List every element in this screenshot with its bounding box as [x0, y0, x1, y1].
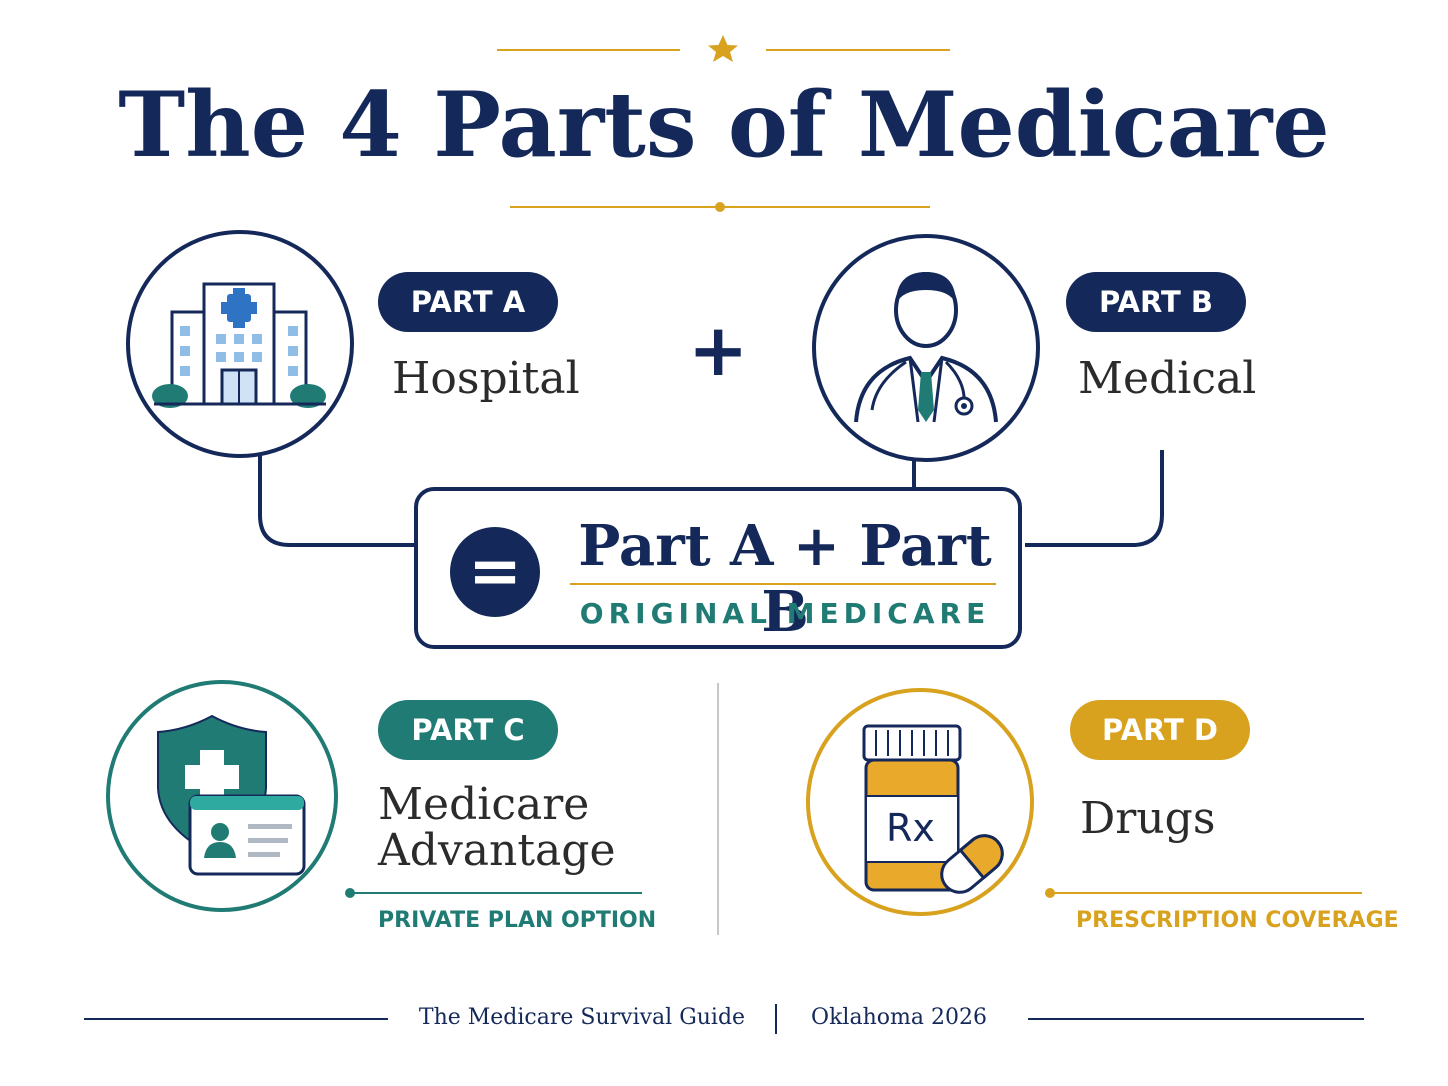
hospital-icon: [126, 230, 354, 458]
part-a-label: Hospital: [392, 353, 580, 404]
star-icon: [708, 35, 738, 62]
part-c-label-line1: Medicare: [378, 779, 590, 830]
part-c-badge: PART C: [378, 700, 558, 760]
part-c-sublabel: PRIVATE PLAN OPTION: [378, 908, 657, 933]
part-c-label-line2: Advantage: [378, 825, 616, 876]
part-b-label: Medical: [1078, 353, 1257, 404]
doctor-icon: [812, 234, 1040, 462]
equals-sign: =: [450, 527, 540, 617]
shield-card-icon: [106, 680, 338, 912]
original-equation: Part A + Part B: [578, 513, 992, 645]
part-d-rule-dot: [1045, 888, 1055, 898]
footer-right: Oklahoma 2026: [811, 1005, 987, 1030]
part-c-rule-dot: [345, 888, 355, 898]
original-medicare-caption: ORIGINAL MEDICARE: [579, 597, 991, 630]
original-medicare-box: = Part A + Part B ORIGINAL MEDICARE: [414, 487, 1022, 649]
equation-underline: [570, 583, 996, 585]
connector-right: [1025, 450, 1164, 547]
plus-sign: +: [688, 308, 749, 392]
part-d-badge: PART D: [1070, 700, 1250, 760]
part-b-badge: PART B: [1066, 272, 1246, 332]
title-underline-dot: [715, 202, 725, 212]
footer-left: The Medicare Survival Guide: [418, 1005, 746, 1030]
part-d-label: Drugs: [1080, 793, 1216, 844]
page-title: The 4 Parts of Medicare: [118, 72, 1330, 178]
pill-bottle-icon: [806, 688, 1034, 916]
part-d-sublabel: PRESCRIPTION COVERAGE: [1076, 908, 1399, 933]
connector-part-a: [258, 456, 416, 547]
rx-symbol: Rx: [886, 806, 935, 850]
part-a-badge: PART A: [378, 272, 558, 332]
